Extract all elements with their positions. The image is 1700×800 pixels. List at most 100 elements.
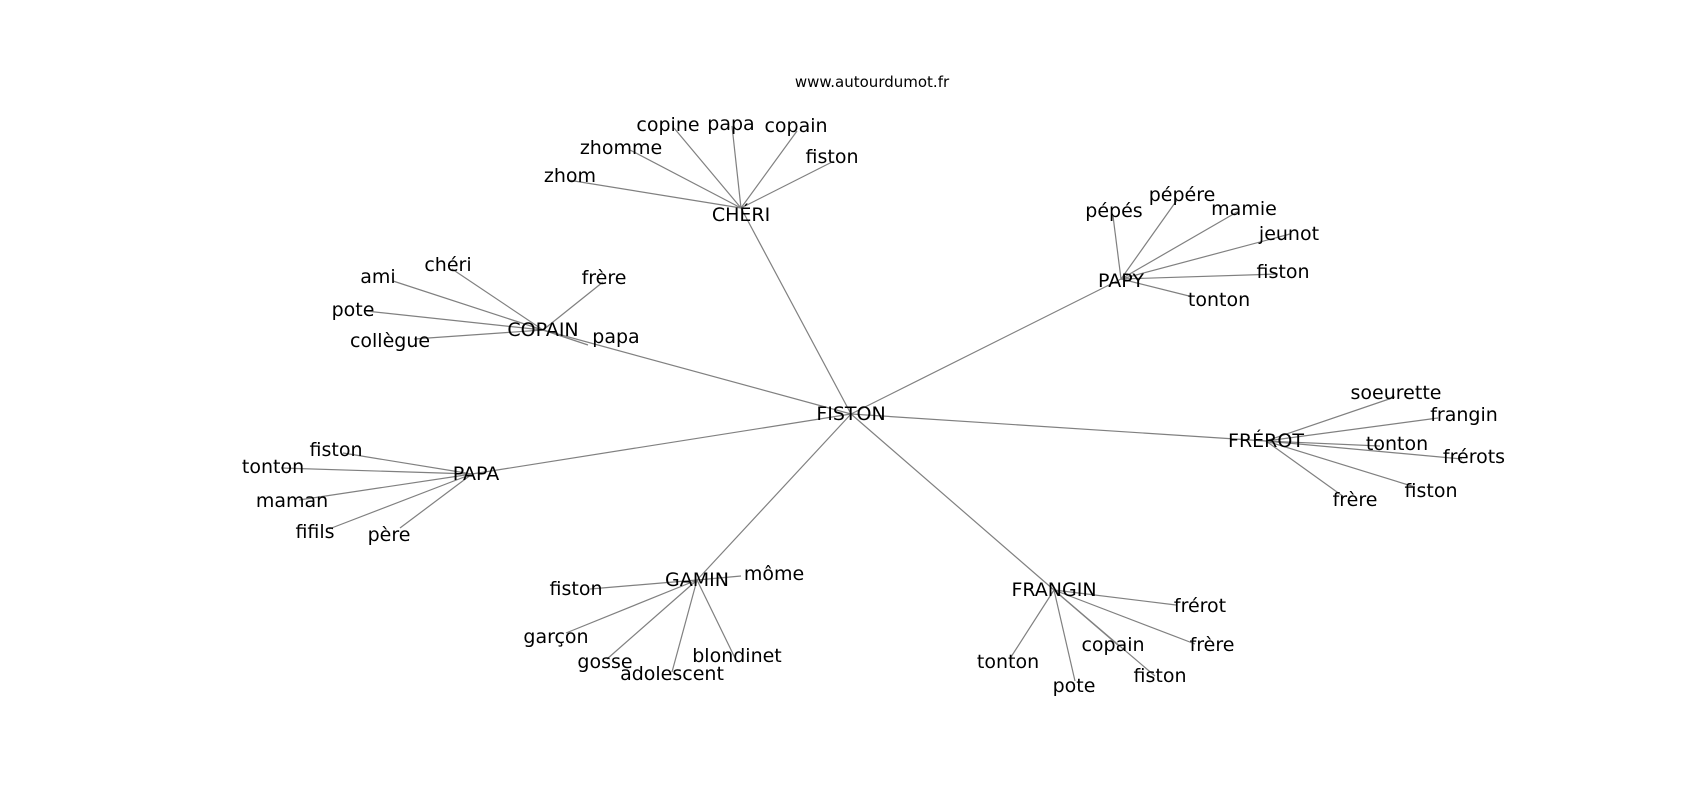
leaf-node: jeunot	[1258, 223, 1319, 245]
edge-hub-leaf	[567, 179, 742, 209]
edge-hub-leaf	[342, 452, 473, 475]
leaf-node: ami	[360, 266, 395, 288]
leaf-node: pépére	[1149, 184, 1216, 206]
hub-node: FRANGIN	[1011, 579, 1096, 601]
edge-hub-leaf	[673, 127, 742, 209]
leaf-node: frère	[1333, 489, 1378, 511]
leaf-node: pote	[1053, 675, 1096, 697]
leaf-node: fiston	[310, 439, 363, 461]
leaf-node: collègue	[350, 330, 430, 352]
leaf-node: môme	[744, 563, 804, 585]
leaf-node: fiston	[1405, 480, 1458, 502]
leaf-node: mamie	[1211, 198, 1277, 220]
edge-hub-leaf	[298, 473, 473, 501]
leaf-node: papa	[592, 326, 639, 348]
leaf-node: fiston	[1257, 261, 1310, 283]
leaf-node: frérot	[1174, 595, 1226, 617]
leaf-node: garçon	[523, 626, 588, 648]
source-url: www.autourdumot.fr	[795, 73, 950, 91]
edge-hub-leaf	[542, 281, 604, 331]
edge-hub-leaf	[629, 149, 742, 209]
leaf-node: frère	[582, 267, 627, 289]
edge-hub-leaf	[740, 160, 835, 209]
edge-hub-leaf	[1120, 211, 1238, 280]
leaf-node: papa	[707, 113, 754, 135]
edge-hub-leaf	[365, 310, 544, 331]
leaf-node: tonton	[1366, 433, 1428, 455]
leaf-node: père	[368, 524, 411, 546]
edge-root-hub	[850, 413, 1055, 591]
edge-hub-leaf	[399, 473, 473, 529]
edge-hub-leaf	[1265, 417, 1439, 442]
leaf-node: fiston	[550, 578, 603, 600]
edge-hub-leaf	[1010, 589, 1055, 658]
edge-hub-leaf	[1120, 233, 1291, 280]
leaf-node: chéri	[424, 254, 471, 276]
hub-node: PAPY	[1098, 270, 1144, 292]
edge-hub-leaf	[671, 579, 698, 673]
edge-hub-leaf	[1265, 440, 1463, 460]
leaf-node: frangin	[1430, 404, 1498, 426]
edge-hub-leaf	[328, 473, 473, 530]
leaf-node: fiston	[1134, 665, 1187, 687]
hub-node: PAPA	[453, 463, 499, 485]
leaf-node: tonton	[1188, 289, 1250, 311]
edge-hub-leaf	[696, 579, 736, 659]
edge-hub-leaf	[392, 280, 544, 331]
leaf-node: zhomme	[580, 137, 662, 159]
edge-root-hub	[740, 207, 852, 415]
edge-hub-leaf	[1053, 589, 1156, 677]
edge-hub-leaf	[565, 579, 698, 634]
edge-root-hub	[542, 329, 852, 415]
leaf-node: frérots	[1443, 446, 1505, 468]
edge-hub-leaf	[1265, 440, 1345, 498]
hub-node: FRÉROT	[1228, 429, 1304, 452]
edge-hub-leaf	[1120, 278, 1190, 297]
edge-hub-leaf	[542, 329, 589, 346]
edge-hub-leaf	[1265, 396, 1396, 442]
leaf-node: tonton	[242, 456, 304, 478]
hub-node: GAMIN	[665, 569, 729, 591]
edge-hub-leaf	[731, 125, 742, 209]
edge-root-hub	[850, 278, 1122, 415]
edge-hub-leaf	[1265, 440, 1381, 447]
leaf-node: copine	[636, 114, 699, 136]
leaf-node: blondinet	[692, 645, 782, 667]
edge-root-hub	[850, 413, 1267, 442]
edge-hub-leaf	[1112, 215, 1122, 280]
edge-hub-leaf	[280, 467, 473, 475]
hub-node: COPAIN	[507, 319, 578, 341]
edge-hub-leaf	[696, 575, 742, 581]
edge-hub-leaf	[1120, 273, 1279, 280]
leaf-node: fiston	[806, 146, 859, 168]
root-node: FISTON	[816, 403, 885, 425]
leaf-node: pote	[332, 299, 375, 321]
leaf-node: gosse	[577, 651, 632, 673]
edge-hub-leaf	[451, 268, 544, 331]
leaf-node: adolescent	[620, 663, 724, 685]
leaf-node: maman	[256, 490, 328, 512]
edge-hub-leaf	[1265, 440, 1416, 488]
hub-node: CHÉRI	[712, 203, 770, 226]
edge-hub-leaf	[606, 579, 698, 660]
edge-hub-leaf	[589, 579, 698, 590]
edge-hub-leaf	[1120, 199, 1178, 280]
leaf-node: tonton	[977, 651, 1039, 673]
leaf-node: frère	[1190, 634, 1235, 656]
leaf-node: copain	[1081, 634, 1144, 656]
edge-hub-leaf	[1053, 589, 1196, 645]
leaf-node: soeurette	[1351, 382, 1442, 404]
leaf-node: fifils	[295, 521, 334, 543]
leaf-node: copain	[764, 115, 827, 137]
edge-hub-leaf	[1053, 589, 1177, 606]
edge-root-hub	[471, 413, 852, 475]
edge-hub-leaf	[740, 130, 798, 209]
edge-hub-leaf	[413, 329, 544, 340]
leaf-node: zhom	[544, 165, 596, 187]
edge-hub-leaf	[1053, 589, 1076, 682]
edge-root-hub	[696, 413, 852, 581]
leaf-node: pépés	[1085, 200, 1142, 222]
graph-edges	[280, 125, 1463, 682]
